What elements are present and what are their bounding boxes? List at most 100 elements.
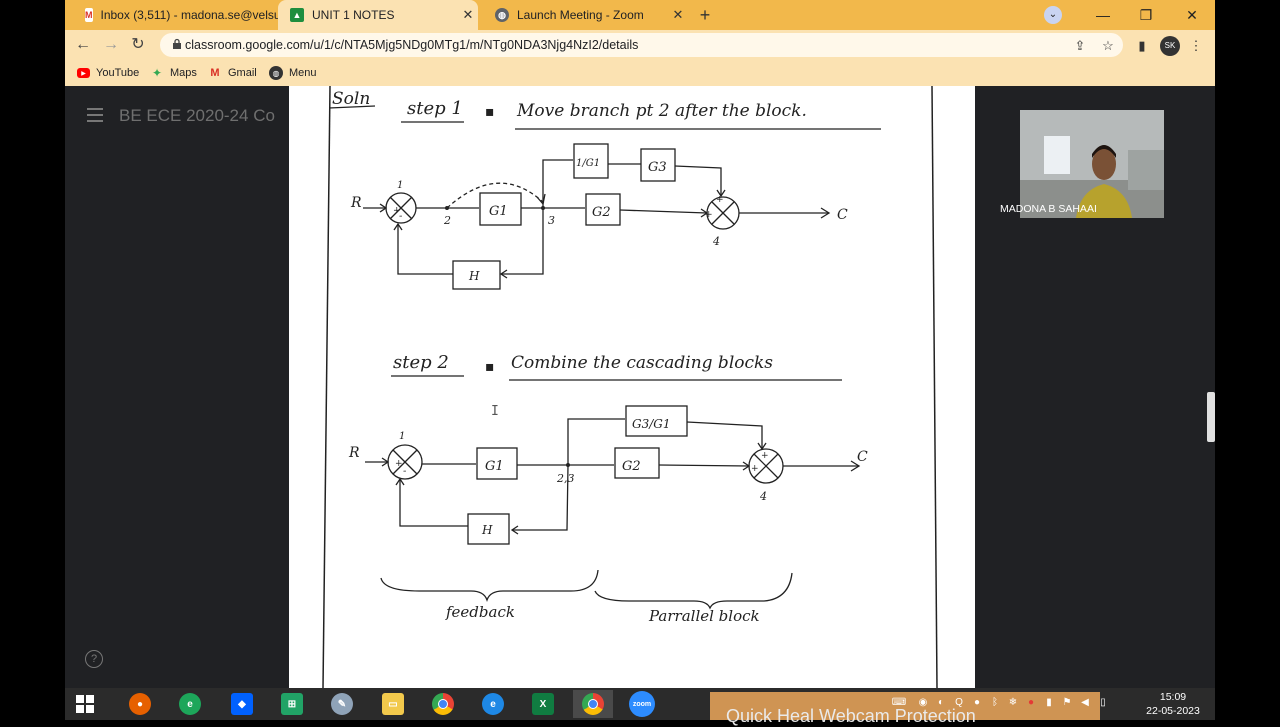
new-tab-button[interactable]: + (699, 5, 711, 25)
h-label: H (481, 523, 493, 537)
search-icon[interactable]: ◉ (918, 697, 928, 708)
text-cursor-icon: I (491, 404, 499, 419)
tab-search-icon[interactable]: ⌄ (1030, 0, 1076, 30)
speaker-icon[interactable]: ◐ (937, 697, 945, 708)
block-g3-over-g1 (625, 405, 688, 437)
bookmark-youtube[interactable]: ▶ YouTube (77, 64, 139, 82)
block-g2 (614, 447, 660, 479)
bluetooth-icon[interactable]: ᛒ (992, 697, 998, 708)
bookmark-label: Menu (289, 67, 317, 79)
point-3-label: 3 (548, 214, 555, 227)
system-tray: ⌨ ◉ ◐ Q ● ᛒ ❄ ● ▮ ⚑ ◀ ▯ (887, 688, 1127, 720)
address-bar[interactable]: classroom.google.com/u/1/c/NTA5Mjg5NDg0M… (160, 33, 1123, 57)
keyboard-icon[interactable]: ⌨ (891, 697, 907, 708)
step2-description: Combine the cascading blocks (511, 353, 773, 373)
q-icon[interactable]: Q (955, 697, 963, 708)
svg-text:+: + (393, 206, 401, 216)
point-4-label: 4 (759, 490, 767, 503)
tab-zoom[interactable]: ◍ Launch Meeting - Zoom ✕ (483, 0, 688, 30)
taskbar-clock[interactable]: 15:09 22-05-2023 (1131, 690, 1215, 718)
share-icon[interactable]: ⇪ (1074, 38, 1086, 53)
close-tab-icon[interactable]: ✕ (462, 7, 474, 22)
output-c-label: C (837, 207, 848, 223)
quick-heal-icon[interactable]: ● (1027, 697, 1035, 708)
presenter-video-frame (1020, 110, 1164, 218)
g1-label: G1 (485, 459, 504, 474)
profile-avatar[interactable]: SK (1160, 36, 1180, 56)
volume-icon[interactable]: ◀ (1081, 697, 1089, 708)
battery-icon[interactable]: ▯ (1100, 697, 1106, 708)
zoom-icon: zoom (629, 691, 655, 717)
block-h (467, 513, 510, 545)
dropbox-taskbar-button[interactable]: ◆ (222, 690, 262, 718)
dropbox-icon: ◆ (231, 693, 253, 715)
windows-taskbar: ● e ◆ ⊞ ✎ ▭ e X zoom Quick Heal Webcam P… (65, 688, 1215, 726)
flag-icon[interactable]: ⚑ (1062, 697, 1072, 708)
1-over-g1-label: 1/G1 (576, 158, 600, 169)
output-c-label: C (857, 449, 868, 465)
folder-icon: ▭ (382, 693, 404, 715)
quick-heal-notification[interactable]: Quick Heal Webcam Protection (710, 692, 1100, 726)
tab-unit1-notes[interactable]: ▲ UNIT 1 NOTES ✕ (278, 0, 478, 30)
svg-text:+: + (761, 451, 769, 461)
forward-button[interactable]: → (103, 36, 119, 53)
edge-taskbar-button[interactable]: e (170, 690, 210, 718)
lock-icon (173, 38, 181, 49)
ie-taskbar-button[interactable]: e (473, 690, 513, 718)
bookmark-gmail[interactable]: M Gmail (208, 64, 256, 82)
input-r-label: R (348, 445, 360, 461)
close-window-button[interactable]: ✕ (1186, 6, 1198, 23)
firefox-taskbar-button[interactable]: ● (120, 690, 160, 718)
file-explorer-taskbar-button[interactable]: ▭ (373, 690, 413, 718)
scrollbar-thumb[interactable] (1207, 392, 1215, 442)
back-button[interactable]: ← (75, 36, 91, 53)
close-tab-icon[interactable]: ✕ (672, 7, 684, 22)
gmail-icon: M (85, 8, 93, 22)
internet-explorer-icon: e (482, 693, 504, 715)
spreadsheet-taskbar-button[interactable]: ⊞ (272, 690, 312, 718)
chrome-active-taskbar-button[interactable] (573, 690, 613, 718)
browser-toolbar: ← → ↻ classroom.google.com/u/1/c/NTA5Mjg… (65, 30, 1215, 60)
excel-icon: X (532, 693, 554, 715)
block-diagram-2 (365, 405, 861, 610)
tab-title: Inbox (3,511) - madona.se@velsu (100, 8, 281, 22)
svg-text:+: + (395, 459, 403, 469)
start-button[interactable] (65, 690, 105, 718)
chrome-taskbar-button[interactable] (423, 690, 463, 718)
svg-text:-: - (399, 211, 403, 222)
edge-icon: e (179, 693, 201, 715)
bookmark-star-icon[interactable]: ☆ (1102, 38, 1114, 53)
hamburger-menu-icon[interactable] (87, 108, 103, 122)
notes-document[interactable]: Soln step 1 ▪ Move branch pt 2 after the… (289, 85, 975, 689)
minimize-button[interactable]: — (1096, 7, 1110, 23)
separator-dot: ▪ (485, 359, 495, 375)
tab-strip: M Inbox (3,511) - madona.se@velsu ✕ ▲ UN… (65, 0, 1215, 30)
feedback-brace-label: feedback (445, 603, 515, 621)
step1-description: Move branch pt 2 after the block. (516, 101, 807, 121)
zoom-taskbar-button[interactable]: zoom (622, 690, 662, 718)
zoom-tray-icon[interactable]: ● (973, 697, 981, 708)
svg-text:+: + (716, 195, 724, 205)
chrome-icon (432, 693, 454, 715)
tab-gmail[interactable]: M Inbox (3,511) - madona.se@velsu ✕ (73, 0, 291, 30)
paint-taskbar-button[interactable]: ✎ (322, 690, 362, 718)
tab-title: Launch Meeting - Zoom (517, 8, 644, 22)
bookmark-label: YouTube (96, 67, 140, 79)
excel-taskbar-button[interactable]: X (523, 690, 563, 718)
network-icon[interactable]: ▮ (1046, 697, 1052, 708)
snowflake-icon[interactable]: ❄ (1008, 697, 1018, 708)
side-panel-icon[interactable]: ▮ (1138, 38, 1146, 53)
restore-button[interactable]: ❐ (1139, 6, 1153, 23)
point-23-label: 2,3 (556, 472, 575, 485)
handwritten-notes-svg: Soln step 1 ▪ Move branch pt 2 after the… (322, 85, 938, 689)
globe-icon: ◍ (495, 8, 509, 22)
course-title: BE ECE 2020-24 Co (119, 106, 275, 125)
bookmark-menu[interactable]: ◍ Menu (269, 64, 317, 82)
block-g2 (585, 193, 621, 226)
classroom-icon: ▲ (290, 8, 304, 22)
more-menu-icon[interactable]: ⋮ (1189, 38, 1203, 53)
bookmark-maps[interactable]: ✦ Maps (150, 64, 197, 82)
help-icon[interactable]: ? (85, 650, 103, 668)
reload-button[interactable]: ↻ (131, 36, 145, 53)
block-g1 (479, 192, 522, 226)
